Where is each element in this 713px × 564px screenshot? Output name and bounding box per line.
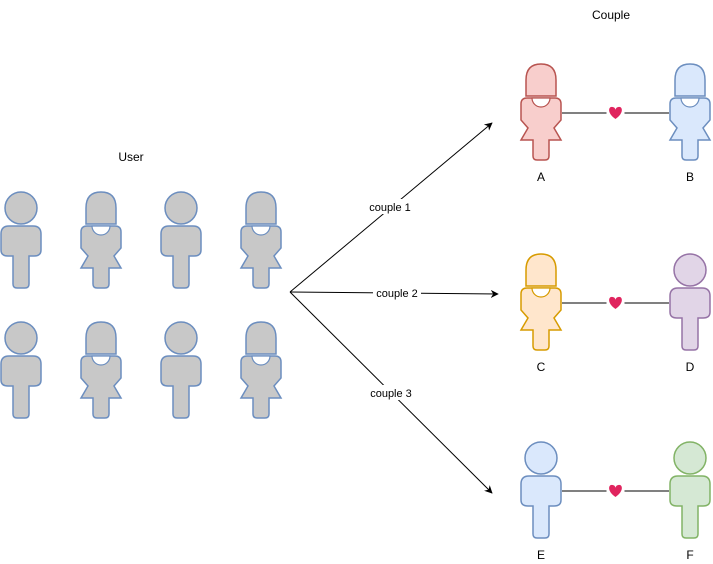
heart-icon — [609, 484, 622, 497]
user-grid — [0, 191, 283, 419]
edge-couple-2[interactable]: couple 2 — [289, 286, 499, 300]
person-a-icon[interactable] — [519, 63, 563, 161]
edge-label-couple-2: couple 2 — [376, 288, 418, 300]
user-group-title: User — [118, 150, 143, 164]
edge-couple-3[interactable]: couple 3 — [289, 291, 493, 494]
user-male-icon[interactable] — [160, 191, 202, 289]
couple-group-title: Couple — [592, 8, 630, 22]
person-label: E — [537, 548, 545, 562]
person-c-icon[interactable] — [519, 253, 563, 351]
user-female-icon[interactable] — [79, 191, 123, 289]
edge-label-couple-1: couple 1 — [369, 202, 411, 214]
person-label: F — [686, 548, 693, 562]
heart-icon — [609, 296, 622, 309]
heart-icon — [609, 106, 622, 119]
person-label: D — [686, 360, 695, 374]
person-label: C — [537, 360, 546, 374]
person-label: A — [537, 170, 545, 184]
person-f-icon[interactable] — [669, 441, 711, 539]
user-male-icon[interactable] — [0, 191, 42, 289]
edge-label-couple-3: couple 3 — [370, 388, 412, 400]
user-female-icon[interactable] — [239, 191, 283, 289]
user-male-icon[interactable] — [0, 321, 42, 419]
user-female-icon[interactable] — [239, 321, 283, 419]
person-e-icon[interactable] — [520, 441, 562, 539]
user-male-icon[interactable] — [160, 321, 202, 419]
person-b-icon[interactable] — [668, 63, 712, 161]
person-d-icon[interactable] — [669, 253, 711, 351]
user-female-icon[interactable] — [79, 321, 123, 419]
person-label: B — [686, 170, 694, 184]
edge-couple-1[interactable]: couple 1 — [289, 122, 493, 293]
